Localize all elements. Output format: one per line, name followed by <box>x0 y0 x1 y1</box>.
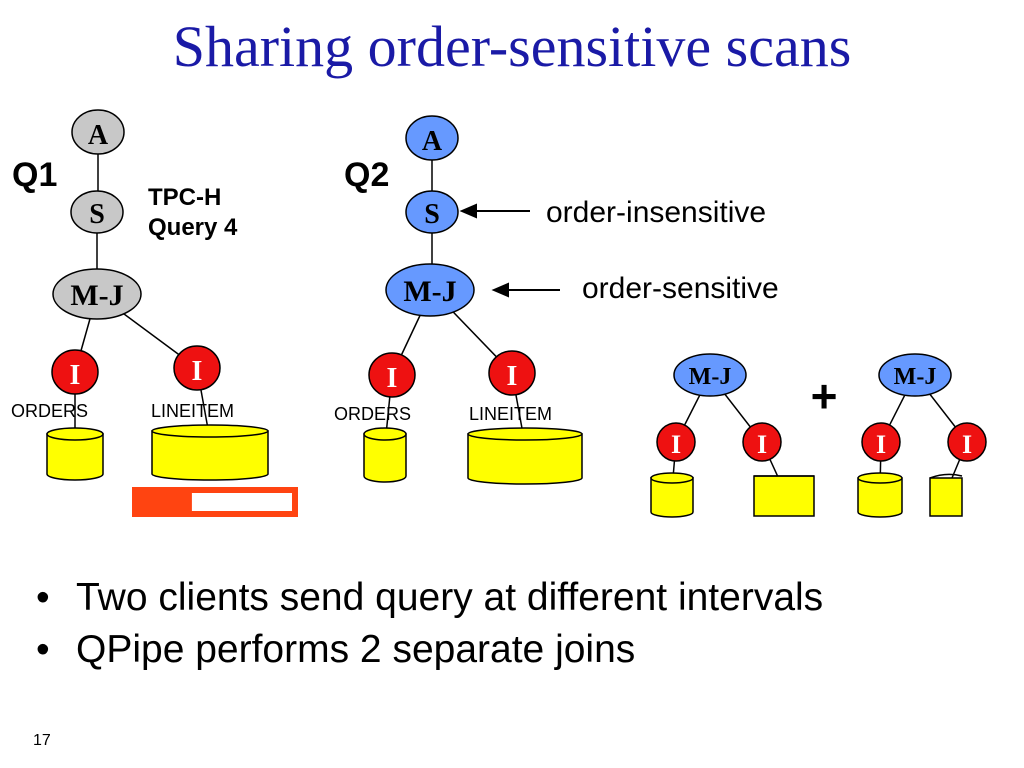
q1-node-mj-label: M-J <box>70 279 123 312</box>
split-left-i2-label: I <box>757 430 767 459</box>
q2-node-mj-label: M-J <box>403 275 456 308</box>
q1-node-i-right-label: I <box>192 356 203 387</box>
q1-lineitem-cylinder <box>151 424 269 481</box>
split-right-node-i2: I <box>947 422 987 462</box>
q2-node-i-left-label: I <box>387 363 398 394</box>
bullet-item: Two clients send query at different inte… <box>30 572 823 624</box>
split-left-lineitem-cylinder <box>753 475 815 517</box>
split-right-orders-cylinder <box>857 472 903 518</box>
plus-sign: + <box>811 370 838 422</box>
q1-table-lineitem: LINEITEM <box>151 401 234 421</box>
q2-table-orders: ORDERS <box>334 404 411 424</box>
q1-node-mj: M-J <box>52 268 142 320</box>
split-right-i1-label: I <box>876 430 886 459</box>
q2-orders-cylinder <box>363 427 407 483</box>
q2-node-s: S <box>405 190 459 234</box>
q2-lineitem-cylinder <box>467 427 583 485</box>
q2-node-i-right: I <box>488 350 536 396</box>
split-left-node-i2: I <box>742 422 782 462</box>
split-right-node-mj: M-J <box>878 353 952 397</box>
split-right-lineitem-cylinder <box>929 473 963 517</box>
order-insensitive-label: order-insensitive <box>546 196 766 229</box>
split-right-i2-label: I <box>962 430 972 459</box>
q2-node-i-right-label: I <box>507 361 518 392</box>
bullet-item: QPipe performs 2 separate joins <box>30 624 823 676</box>
split-right-mj-label: M-J <box>894 364 937 390</box>
split-left-orders-cylinder <box>650 472 694 518</box>
q1-node-i-left-label: I <box>70 360 81 391</box>
q2-label: Q2 <box>344 156 389 194</box>
q2-node-s-label: S <box>424 199 440 230</box>
q1-node-s: S <box>70 190 124 234</box>
q1-note-line2: Query 4 <box>148 214 238 241</box>
split-left-mj-label: M-J <box>689 364 732 390</box>
q1-scan-progress-bar <box>132 487 298 517</box>
q1-node-i-right: I <box>173 345 221 391</box>
q2-node-mj: M-J <box>385 263 475 317</box>
annotation-arrows <box>459 203 560 298</box>
q1-node-s-label: S <box>89 199 105 230</box>
q1-node-a-label: A <box>88 120 109 151</box>
q1-orders-cylinder <box>46 427 104 481</box>
q2-table-lineitem: LINEITEM <box>469 404 552 424</box>
q1-node-a: A <box>71 109 125 155</box>
split-left-i1-label: I <box>671 430 681 459</box>
order-sensitive-label: order-sensitive <box>582 272 779 305</box>
q2-node-a: A <box>405 115 459 161</box>
page-number: 17 <box>33 732 51 749</box>
split-left-node-i1: I <box>656 422 696 462</box>
bullet-list: Two clients send query at different inte… <box>30 572 823 676</box>
q2-node-a-label: A <box>422 126 443 157</box>
q1-table-orders: ORDERS <box>11 401 88 421</box>
q1-note-line1: TPC-H <box>148 184 221 211</box>
q1-label: Q1 <box>12 156 57 194</box>
q1-node-i-left: I <box>51 349 99 395</box>
split-right-node-i1: I <box>861 422 901 462</box>
slide-title: Sharing order-sensitive scans <box>172 14 852 79</box>
q2-node-i-left: I <box>368 352 416 398</box>
cylinders <box>46 424 963 518</box>
split-left-node-mj: M-J <box>673 353 747 397</box>
